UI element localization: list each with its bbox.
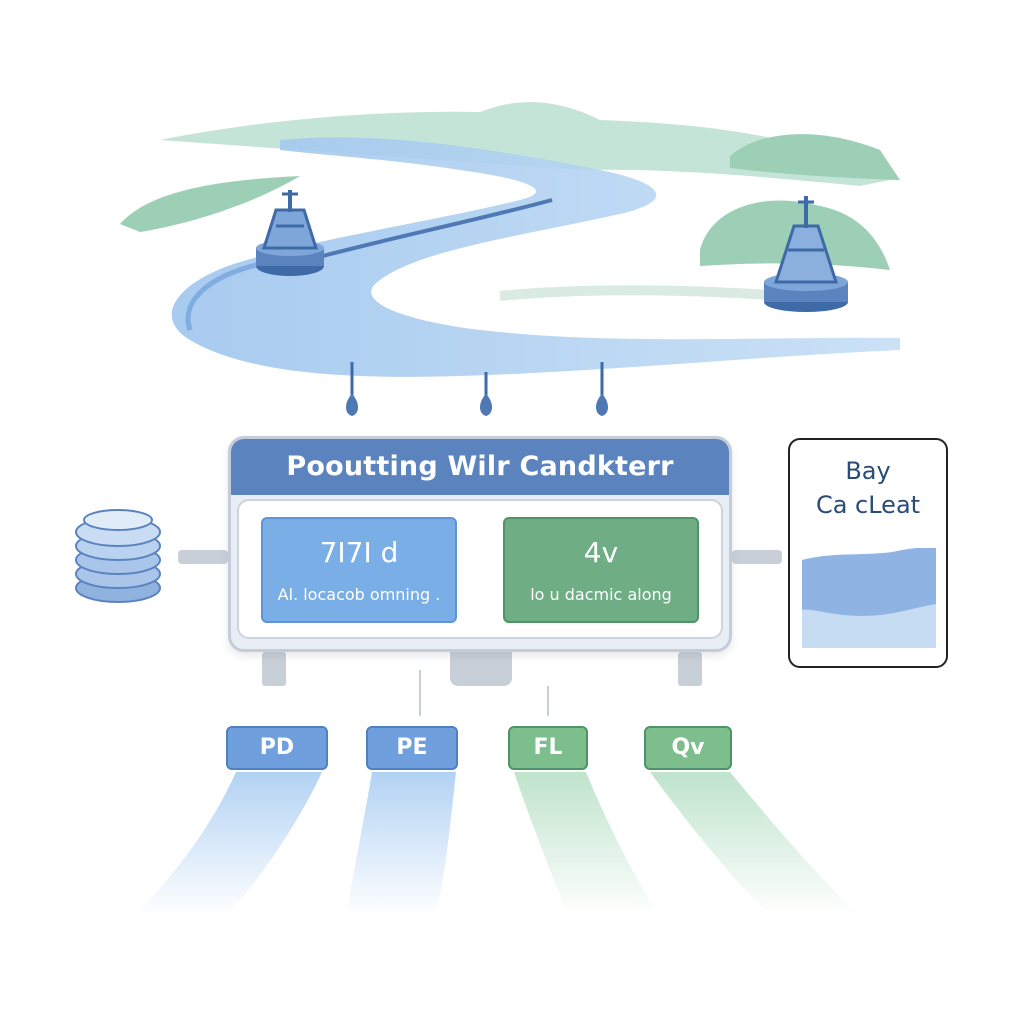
reading-desc-1: Al. locacob omning . — [277, 585, 441, 604]
river-bank-left — [185, 261, 261, 331]
controller-panel: Pooutting Wilr Candkterr 7I7I d Al. loca… — [228, 436, 732, 652]
probe-2-icon — [480, 372, 492, 416]
bay-card: Bay Ca cLeat — [788, 438, 948, 668]
reading-card-green: 4v lo u dacmic along — [503, 517, 699, 623]
reading-value-1: 7I7I d — [319, 536, 399, 569]
stream-3 — [514, 772, 660, 916]
cable-coil-icon — [75, 509, 161, 603]
panel-title: Pooutting Wilr Candkterr — [231, 439, 729, 495]
panel-foot-left — [262, 652, 286, 686]
probe-3-icon — [596, 362, 608, 416]
land-mass-far-right — [730, 134, 900, 180]
wave-fill-dark — [802, 548, 936, 616]
connector-left — [178, 550, 228, 564]
bay-card-wave-chart — [802, 548, 936, 648]
buoy-left-icon — [256, 190, 324, 276]
stream-4 — [650, 772, 860, 916]
bay-card-title-line-2: Ca cLeat — [815, 491, 921, 519]
stream-2 — [346, 772, 456, 916]
output-tag-qv: Qv — [644, 726, 732, 770]
land-mass-left — [120, 176, 300, 232]
reading-desc-2: lo u dacmic along — [530, 585, 672, 604]
output-streams — [134, 772, 860, 916]
buoy-right-icon — [764, 196, 848, 312]
panel-foot-right — [678, 652, 702, 686]
cable-line — [299, 198, 553, 264]
landscape-illustration — [120, 102, 900, 377]
sensor-probes — [346, 362, 608, 416]
bay-card-title-line-1: Bay — [845, 457, 891, 485]
bay-card-title: Bay Ca cLeat — [790, 454, 946, 522]
connector-right — [732, 550, 782, 564]
output-tag-fl: FL — [508, 726, 588, 770]
reading-card-blue: 7I7I d Al. locacob omning . — [261, 517, 457, 623]
stream-1 — [134, 772, 322, 916]
land-mass-top — [160, 102, 900, 186]
panel-body: 7I7I d Al. locacob omning . 4v lo u dacm… — [237, 499, 723, 639]
river — [171, 137, 900, 377]
output-tag-pd: PD — [226, 726, 328, 770]
reading-value-2: 4v — [583, 536, 619, 569]
output-tag-pe: PE — [366, 726, 458, 770]
probe-1-icon — [346, 362, 358, 416]
